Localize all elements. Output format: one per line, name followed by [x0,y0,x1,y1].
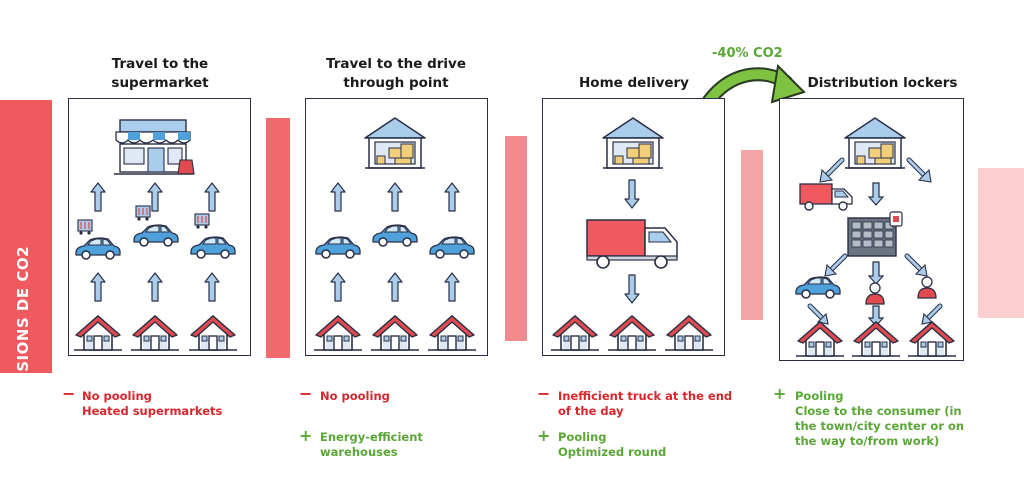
arrow-up-icon [387,182,403,212]
minus-icon: − [62,384,76,403]
arrow-down-icon [624,179,640,209]
plus-icon: + [537,426,551,445]
co2-axis-label: EMISIONS DE CO2 [14,245,32,405]
house-icon [795,321,845,357]
panel-title-home-delivery: Home delivery [579,75,689,91]
car-icon [315,236,361,259]
car-icon [133,224,179,247]
warehouse-icon [364,117,426,169]
car-icon [429,236,475,259]
panel-3-positives: Pooling Optimized round [558,430,667,459]
arrow-down-icon [867,182,885,206]
house-icon [907,321,957,357]
reduction-arrow-icon [701,63,806,109]
car-icon [190,236,236,259]
diagonal-arrow-icon [824,253,848,277]
arrow-down-icon [867,305,885,327]
car-icon [372,224,418,247]
panel-3-negatives: Inefficient truck at the end of the day [558,389,733,418]
panel-2-negatives: No pooling [320,389,390,403]
cart-icon [77,219,93,236]
arrow-up-icon [330,272,346,302]
diagonal-arrow-icon [819,157,845,183]
warehouse-icon [602,117,664,169]
plus-icon: + [773,384,787,403]
arrow-down-icon [624,274,640,304]
minus-icon: − [537,384,551,403]
house-icon [664,315,714,351]
arrow-up-icon [90,272,106,302]
panel-4-positives: Pooling Close to the consumer (in the to… [795,389,965,448]
locker-icon [847,211,903,257]
truck-icon [586,219,678,269]
plus-icon: + [299,426,313,445]
emission-bar-4 [978,168,1024,318]
minus-icon: − [299,384,313,403]
arrow-up-icon [90,182,106,212]
house-icon [313,315,363,351]
co2-axis-band: EMISIONS DE CO2 [0,100,52,404]
house-icon [607,315,657,351]
arrow-up-icon [147,272,163,302]
arrow-up-icon [444,272,460,302]
house-icon [370,315,420,351]
panel-1-negatives: No pooling Heated supermarkets [82,389,223,418]
arrow-down-icon [867,261,885,285]
diagonal-arrow-icon [904,253,928,277]
arrow-up-icon [204,272,220,302]
car-icon [795,276,841,299]
arrow-up-icon [387,272,403,302]
arrow-up-icon [444,182,460,212]
diagonal-arrow-icon [906,157,932,183]
cart-icon [194,213,210,230]
house-icon [130,315,180,351]
person-icon [865,282,885,305]
store-icon [114,119,195,175]
panel-2-positives: Energy-efficient warehouses [320,430,423,459]
person-icon [917,276,937,299]
arrow-up-icon [330,182,346,212]
emission-bar-2 [505,136,527,341]
cart-icon [135,205,151,222]
warehouse-icon [844,117,906,169]
emission-bar-1 [266,118,290,358]
house-icon [73,315,123,351]
house-icon [427,315,477,351]
emission-bar-3 [741,150,763,320]
van-icon [799,183,853,211]
reduction-label: -40% CO2 [712,46,783,61]
arrow-up-icon [204,182,220,212]
house-icon [550,315,600,351]
car-icon [75,237,121,260]
house-icon [851,321,901,357]
house-icon [188,315,238,351]
diagonal-arrow-icon [921,303,943,325]
panel-title-lockers: Distribution lockers [807,75,958,91]
